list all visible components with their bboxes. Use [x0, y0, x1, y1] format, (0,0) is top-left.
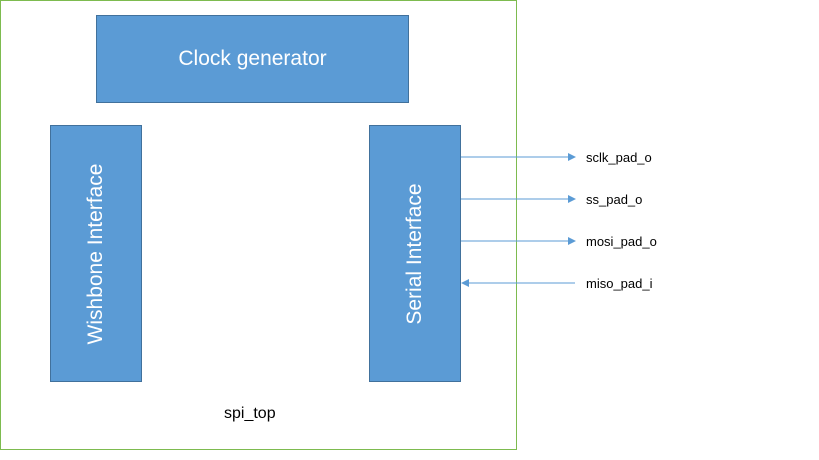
clock-generator-block: Clock generator: [96, 15, 409, 103]
serial-interface-block: Serial Interface: [369, 125, 461, 382]
wishbone-interface-block: Wishbone Interface: [50, 125, 142, 382]
sclk-pad-o-label: sclk_pad_o: [586, 150, 652, 165]
mosi-pad-o-label: mosi_pad_o: [586, 234, 657, 249]
ss-pad-o-label: ss_pad_o: [586, 192, 643, 207]
serial-interface-label: Serial Interface: [403, 182, 426, 325]
spi-top-label: spi_top: [224, 405, 276, 422]
wishbone-interface-label: Wishbone Interface: [84, 163, 107, 344]
clock-generator-label: Clock generator: [178, 47, 327, 70]
miso-pad-i-label: miso_pad_i: [586, 276, 653, 291]
